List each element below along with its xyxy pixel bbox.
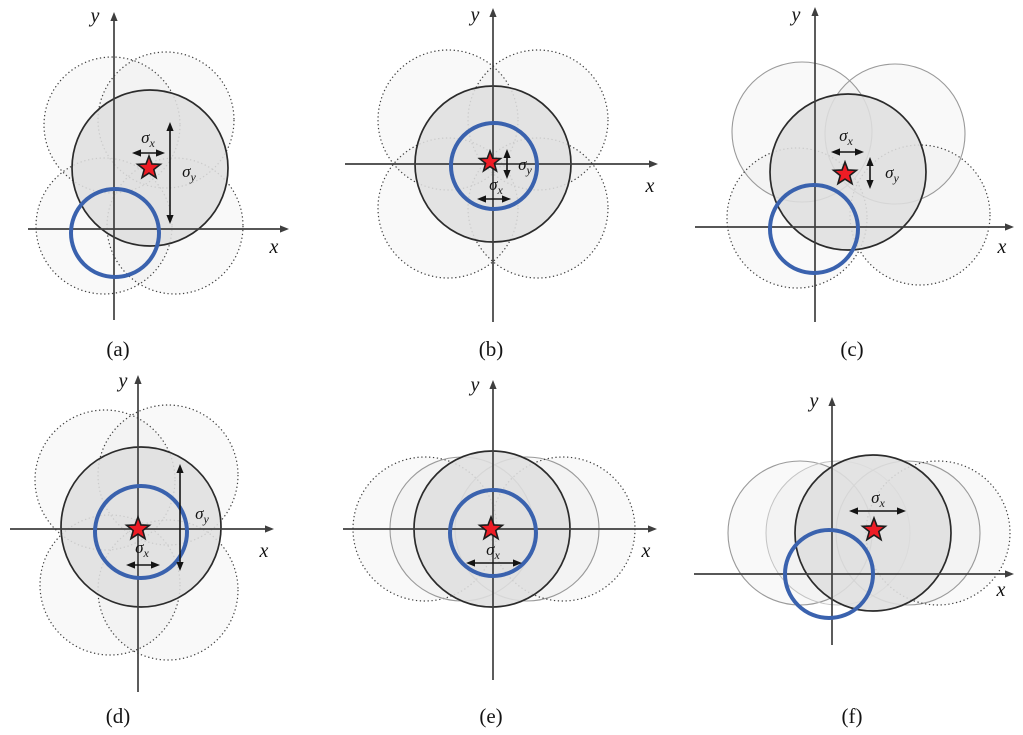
panel-caption: (d) [106,704,131,728]
x-axis-label: x [641,540,651,562]
sigma-y-arrowhead [866,180,874,189]
sigma-y-arrowhead [166,215,174,224]
sigma-x-label: σx [871,488,885,510]
sigma-x-arrowhead [151,561,160,569]
sigma-x-arrowhead [897,507,906,515]
sigma-x-arrowhead [513,559,522,567]
y-axis-arrowhead [489,380,497,389]
y-axis-arrowhead [134,375,142,384]
y-axis-arrowhead [828,397,836,406]
sigma-x-label: σx [489,175,503,197]
sigma-y-label: σy [518,155,532,177]
star-marker [831,159,859,186]
sigma-x-arrowhead [831,148,840,156]
y-axis-label: y [469,374,480,396]
sigma-x-label: σx [135,538,149,560]
star-marker [477,148,503,173]
sigma-y-arrowhead [176,464,184,473]
panel-caption: (f) [842,704,863,728]
sigma-y-arrowhead [166,122,174,131]
blue-circle [768,183,860,275]
panel-d-figure: x y σy σx (d) [10,370,274,728]
blue-circle [783,528,875,620]
sigma-x-arrowhead [477,195,486,203]
y-axis-label: y [790,4,801,26]
sigma-x-arrowhead [156,149,165,157]
y-axis-arrowhead [811,7,819,16]
panel-f-figure: x y σx (f) [694,390,1014,728]
sigma-x-arrowhead [849,507,858,515]
sigma-x-arrowhead [855,148,864,156]
sigma-x-arrowhead [132,149,141,157]
sigma-x-arrowhead [126,561,135,569]
x-axis-label: x [997,236,1007,258]
sigma-x-label: σx [141,128,155,150]
sigma-x-arrowhead [466,559,475,567]
y-axis-arrowhead [110,12,118,21]
sigma-y-arrowhead [176,562,184,571]
x-axis-label: x [259,540,269,562]
panel-caption: (a) [106,337,129,361]
y-axis-label: y [89,5,100,27]
y-axis-label: y [469,4,480,26]
star-marker [135,153,163,180]
sigma-y-label: σy [885,163,899,185]
x-axis-arrowhead [280,225,289,233]
blue-circle [449,121,539,211]
x-axis-arrowhead [1005,570,1014,578]
sigma-y-label: σy [195,504,209,526]
x-axis-arrowhead [648,525,657,533]
x-axis-arrowhead [649,160,658,168]
panel-caption: (c) [840,337,863,361]
panel-caption: (b) [479,337,504,361]
panel-a-figure: x y σx σy (a) [28,5,289,361]
sigma-y-label: σy [182,162,196,184]
x-axis-arrowhead [265,525,274,533]
blue-circle [69,187,161,279]
y-axis-label: y [808,390,819,412]
star-marker [477,514,505,541]
x-axis-label: x [996,579,1006,601]
x-axis-label: x [269,236,279,258]
sigma-x-label: σx [839,126,853,148]
panel-e-figure: x y σx (e) [343,374,657,728]
sigma-y-arrowhead [503,170,511,179]
blue-circle [93,484,189,580]
star-marker [124,514,152,541]
sigma-y-arrowhead [503,149,511,158]
sigma-x-label: σx [486,540,500,562]
sigma-y-arrowhead [866,157,874,166]
y-axis-label: y [117,370,128,392]
panel-caption: (e) [479,704,502,728]
sigma-x-arrowhead [502,195,511,203]
panel-c-figure: x y σx σy (c) [695,4,1014,361]
blue-circle [448,488,538,578]
y-axis-arrowhead [489,8,497,17]
x-axis-arrowhead [1005,223,1014,231]
star-marker [860,515,888,542]
x-axis-label: x [645,175,655,197]
